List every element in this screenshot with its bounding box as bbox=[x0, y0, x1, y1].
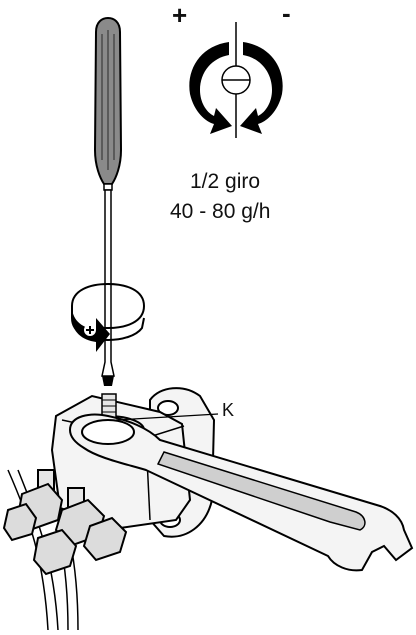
flow-rate-label: 40 - 80 g/h bbox=[170, 200, 271, 223]
rotation-direction-icon bbox=[189, 22, 283, 138]
part-k-leader-line bbox=[115, 413, 219, 421]
increase-direction-label: + bbox=[172, 0, 188, 30]
decrease-direction-label: - bbox=[282, 0, 291, 28]
part-k-label: K bbox=[222, 400, 235, 420]
outlet-fittings bbox=[2, 469, 128, 576]
wrench-icon bbox=[68, 413, 414, 572]
turn-amount-label: 1/2 giro bbox=[190, 170, 261, 193]
screwdriver-rotation-icon bbox=[71, 282, 146, 352]
